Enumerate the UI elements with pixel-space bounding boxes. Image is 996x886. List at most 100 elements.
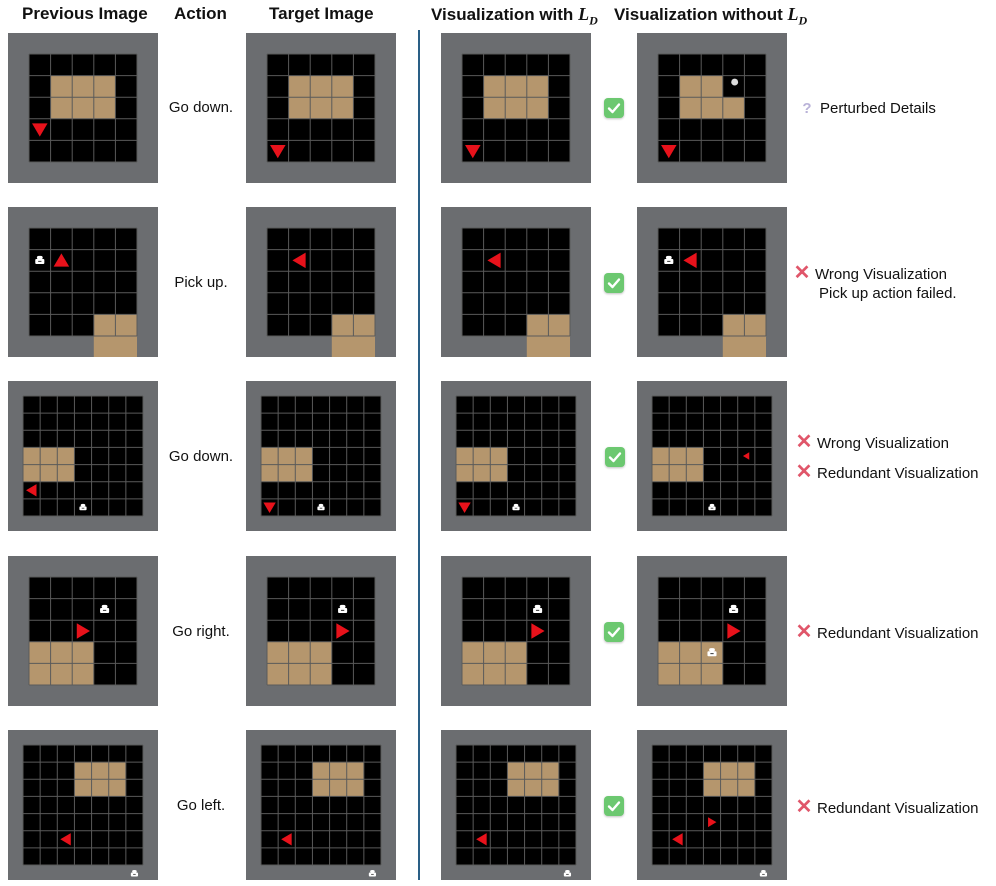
grid-image-without-ld bbox=[637, 381, 787, 531]
header-visualization-with: Visualization with LD bbox=[431, 4, 598, 29]
grid-lines bbox=[22, 395, 144, 517]
grid-image-target bbox=[246, 730, 396, 880]
object-icon bbox=[512, 503, 520, 511]
agent-triangle bbox=[476, 833, 487, 846]
agent-triangle bbox=[281, 833, 292, 846]
object-icon bbox=[100, 604, 110, 614]
grid-world-canvas bbox=[657, 227, 767, 357]
header-previous-image: Previous Image bbox=[22, 4, 148, 23]
grid-lines bbox=[461, 53, 571, 163]
agent-triangle bbox=[336, 623, 350, 639]
grid-world-canvas bbox=[260, 744, 382, 877]
object-icon bbox=[729, 604, 739, 614]
grid-world-canvas bbox=[266, 227, 376, 357]
grid-world-canvas bbox=[461, 227, 571, 357]
grid-lines bbox=[657, 53, 767, 163]
grid-lines bbox=[28, 227, 138, 337]
object-icon bbox=[368, 869, 377, 877]
agent-triangle bbox=[270, 144, 286, 159]
check-icon bbox=[604, 622, 624, 642]
grid-world-canvas bbox=[22, 395, 144, 517]
agent-triangle bbox=[487, 252, 501, 269]
grid-image-previous bbox=[8, 207, 158, 357]
grid-lines bbox=[461, 227, 571, 337]
object-icon bbox=[533, 604, 543, 614]
object-icon bbox=[708, 503, 716, 511]
action-label: Go left. bbox=[176, 797, 226, 814]
header-visualization-without: Visualization without LD bbox=[614, 4, 807, 29]
grid-lines bbox=[657, 227, 767, 337]
agent-triangle bbox=[672, 833, 683, 846]
object-icon bbox=[664, 255, 674, 265]
check-icon bbox=[604, 98, 624, 118]
note-redundant-visualization: ✕Redundant Visualization bbox=[795, 461, 979, 483]
grid-image-with-ld bbox=[441, 556, 591, 706]
grid-image-without-ld bbox=[637, 730, 787, 880]
grid-lines bbox=[657, 576, 767, 686]
check-icon bbox=[604, 273, 624, 293]
question-icon: ? bbox=[802, 100, 812, 117]
cross-icon: ✕ bbox=[795, 621, 813, 643]
grid-image-without-ld bbox=[637, 556, 787, 706]
grid-lines bbox=[266, 227, 376, 337]
note-redundant-visualization: ✕Redundant Visualization bbox=[795, 796, 979, 818]
grid-world-canvas bbox=[651, 395, 773, 517]
grid-image-without-ld bbox=[637, 207, 787, 357]
grid-lines bbox=[28, 53, 138, 163]
agent-triangle bbox=[742, 452, 750, 460]
cross-icon: ✕ bbox=[795, 461, 813, 483]
grid-lines bbox=[266, 53, 376, 163]
grid-world-canvas bbox=[266, 576, 376, 686]
grid-world-canvas bbox=[266, 53, 376, 163]
grid-image-target bbox=[246, 33, 396, 183]
object-icon bbox=[707, 648, 717, 657]
action-label: Go right. bbox=[172, 623, 230, 640]
agent-triangle bbox=[683, 252, 697, 269]
cross-icon: ✕ bbox=[793, 262, 811, 284]
agent-triangle bbox=[531, 623, 545, 639]
grid-world-canvas bbox=[22, 744, 144, 877]
object-icon bbox=[759, 869, 768, 877]
grid-lines bbox=[455, 395, 577, 517]
cross-icon: ✕ bbox=[795, 431, 813, 453]
grid-world-canvas bbox=[461, 576, 571, 686]
grid-lines bbox=[266, 576, 376, 686]
loss-symbol: LD bbox=[578, 4, 598, 28]
agent-triangle bbox=[26, 484, 37, 497]
agent-triangle bbox=[60, 833, 71, 846]
grid-world-canvas bbox=[28, 227, 138, 357]
grid-lines bbox=[260, 395, 382, 517]
object-icon bbox=[35, 255, 45, 265]
grid-image-target bbox=[246, 207, 396, 357]
object-icon bbox=[338, 604, 348, 614]
grid-world-canvas bbox=[28, 53, 138, 163]
grid-world-canvas bbox=[260, 395, 382, 517]
grid-lines bbox=[28, 576, 138, 686]
note-redundant-visualization: ✕Redundant Visualization bbox=[795, 621, 979, 643]
action-label: Go down. bbox=[168, 448, 234, 465]
agent-triangle bbox=[661, 144, 677, 159]
grid-lines bbox=[22, 744, 144, 866]
grid-image-without-ld bbox=[637, 33, 787, 183]
grid-world-canvas bbox=[28, 576, 138, 686]
cross-icon: ✕ bbox=[795, 796, 813, 818]
grid-image-target bbox=[246, 381, 396, 531]
action-label: Go down. bbox=[168, 99, 234, 116]
check-icon bbox=[605, 447, 625, 467]
agent-triangle bbox=[53, 253, 70, 267]
note-wrong-visualization: ✕Wrong Visualization bbox=[795, 431, 950, 453]
header-target-image: Target Image bbox=[269, 4, 374, 23]
agent-triangle bbox=[292, 252, 306, 269]
grid-image-previous bbox=[8, 33, 158, 183]
agent-triangle bbox=[32, 123, 48, 137]
agent-triangle bbox=[76, 623, 90, 639]
header-without-text: Visualization without bbox=[614, 5, 783, 24]
agent-triangle bbox=[727, 623, 741, 639]
grid-image-previous bbox=[8, 381, 158, 531]
note-pick-up-failed: Pick up action failed. bbox=[819, 285, 957, 302]
agent-triangle bbox=[263, 502, 276, 513]
grid-lines bbox=[455, 744, 577, 866]
grid-world-canvas bbox=[455, 395, 577, 517]
object-icon bbox=[79, 503, 87, 511]
header-action: Action bbox=[174, 4, 227, 23]
